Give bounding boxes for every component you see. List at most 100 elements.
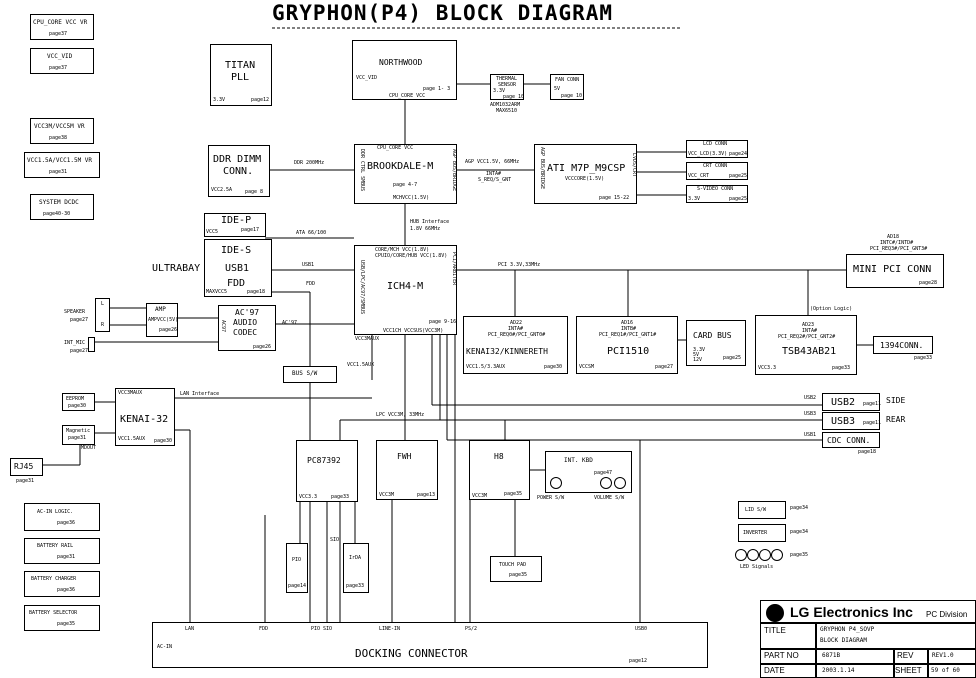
- brookdale-left-pin: DDR CTRL SMBUS: [359, 149, 365, 192]
- conn-1394-block: 1394CONN.: [873, 336, 933, 354]
- inverter-label: INVERTER: [743, 530, 768, 536]
- magnetic-label: Magnetic: [66, 428, 91, 434]
- ddr-volt: VCC2.5A: [211, 187, 233, 193]
- ich4-page: page 9-16: [429, 319, 457, 325]
- cardbus-page: page25: [723, 355, 742, 361]
- ati-left-pin: AGP BUS/BRIDGE: [539, 147, 545, 190]
- pci1510-top3: PCI_REQ1#/PCI_GNT1#: [599, 332, 657, 338]
- battery-selector-block: BATTERY SELECTOR page35: [24, 605, 100, 631]
- thermal-note2: MAX6510: [496, 108, 518, 114]
- northwood-core: CPU_CORE VCC: [389, 93, 426, 99]
- ich4-left-pin: USB/LPC/AC97/SMBUS: [359, 260, 365, 315]
- thermal-label2: SENSOR: [498, 82, 517, 88]
- svideo-volt: 3.3V: [688, 196, 701, 202]
- fan-page: page 10: [561, 93, 583, 99]
- eeprom-page: page30: [68, 403, 87, 409]
- usb3-rear-label: REAR: [886, 415, 906, 424]
- pci1510-volt: VCCSM: [579, 364, 595, 370]
- tb-vline-1: [815, 622, 817, 678]
- kenai32-top2: INTA#: [508, 326, 524, 332]
- ata-label: ATA 66/100: [296, 230, 327, 236]
- usb3-label: USB3: [831, 416, 856, 427]
- amp-volt: AMPVCC(5V): [148, 317, 179, 323]
- option-logic-label: (Option Logic): [810, 306, 853, 312]
- titan-pll-block: TITAN PLL 3.3V page12: [210, 44, 272, 106]
- tb-rev: REV1.0: [932, 652, 954, 659]
- hub-label2: 1.8V 66MHz: [410, 226, 441, 232]
- bus-sw-label: BUS S/W: [292, 370, 318, 377]
- led-1-icon: [735, 549, 747, 561]
- tsb-top1: AD23: [802, 322, 815, 328]
- lcd-label: LCD CONN: [703, 141, 728, 147]
- pc87392-volt: VCC3.3: [299, 494, 318, 500]
- tb-vline-3: [927, 648, 929, 678]
- svideo-page: page25: [729, 196, 748, 202]
- kenai32-kinnereth-block: AD22 INTA# PCI_REQ0#/PCI_GNT0# KENAI32/K…: [463, 316, 568, 374]
- usb1-wire-label: USB1: [302, 262, 315, 268]
- tb-title-label: TITLE: [764, 626, 786, 635]
- fwh-page: page13: [417, 492, 436, 498]
- cdc-wire-label: USB1: [804, 432, 817, 438]
- tb-line-1: [760, 622, 976, 624]
- northwood-page: page 1- 3: [423, 86, 451, 92]
- h8-page: page35: [504, 491, 523, 497]
- fdd-wire-label: FDD: [306, 281, 316, 287]
- brookdale-top: CPU_CORE VCC: [377, 145, 414, 151]
- tb-partno: 6871B: [822, 652, 841, 659]
- pci1510-top1: AD16: [621, 320, 634, 326]
- int-kbd-page: page47: [594, 470, 613, 476]
- cdc-conn-block: CDC CONN.: [822, 432, 880, 448]
- vcc-vid-label: VCC_VID: [47, 53, 73, 60]
- led-4-icon: [771, 549, 783, 561]
- ati-volt: VCCCORE(1.5V): [565, 176, 605, 182]
- speaker-label: SPEAKER: [64, 309, 86, 315]
- ich4-l2: CPUIO/CORE/HUB VCC(1.8V): [375, 253, 448, 259]
- led-page: page35: [790, 552, 809, 558]
- touchpad-block: TOUCH PAD page35: [490, 556, 542, 582]
- ich4-m-block: CORE/MCH VCC(1.8V) CPUIO/CORE/HUB VCC(1.…: [354, 245, 457, 335]
- speaker-lr-block: L R: [95, 298, 110, 332]
- kenai-lan-page: page30: [154, 438, 173, 444]
- crt-volt: VCC_CRT: [688, 173, 710, 179]
- pci-bus-label: PCI 3.3V,33MHz: [498, 262, 541, 268]
- brookdale-bottom: MCHVCC(1.5V): [393, 195, 430, 201]
- conn-1394-page: page33: [914, 355, 933, 361]
- usb2-label: USB2: [831, 397, 856, 408]
- led-label: LED Signals: [740, 564, 774, 570]
- led-2-icon: [747, 549, 759, 561]
- pci1510-block: AD16 INTB# PCI_REQ1#/PCI_GNT1# PCI1510 V…: [576, 316, 678, 374]
- tb-sheet: 59 of 60: [931, 667, 960, 674]
- vcc3m-vr-label: VCC3M/VCC5M VR: [34, 123, 85, 130]
- ide-s-label: IDE-S: [221, 245, 252, 256]
- magnetic-page: page31: [68, 435, 87, 441]
- battery-selector-page: page35: [57, 621, 76, 627]
- ultrabay-volt: MAXVCC5: [206, 289, 228, 295]
- tsb-volt: VCC3.3: [758, 365, 777, 371]
- tb-title1: GRYPHON P4_SOVP: [820, 626, 875, 633]
- ac97-codec-block: AC'97 AUDIO CODEC page26 AC97: [218, 305, 276, 351]
- minipci-top1: AD18: [887, 234, 900, 240]
- thermal-sensor-block: THERMAL SENSOR 3.3V page 10: [490, 74, 524, 100]
- pc87392-label: PC87392: [307, 456, 341, 465]
- ddr-dimm-block: DDR DIMM CONN. VCC2.5A page 8: [208, 145, 270, 197]
- battery-charger-page: page36: [57, 587, 76, 593]
- eeprom-label: EEPROM: [66, 396, 85, 402]
- ide-p-volt: VCC5: [206, 229, 219, 235]
- minipci-top3: PCI_REQ3#/PCI_GNT3#: [870, 246, 928, 252]
- rj45-label: RJ45: [14, 462, 34, 471]
- thermal-note1: ADM1032ARM: [490, 102, 521, 108]
- acin-logic-page: page36: [57, 520, 76, 526]
- touchpad-page: page35: [509, 572, 528, 578]
- pci1510-page: page27: [655, 364, 674, 370]
- svideo-conn-block: S-VIDEO CONN 3.3V page25: [686, 185, 748, 203]
- dock-acin: AC-IN: [157, 644, 173, 650]
- tsb-page: page33: [832, 365, 851, 371]
- ac97-audio: AUDIO: [233, 318, 258, 327]
- kenai-lan-volt2: VCC1.5AUX: [118, 436, 146, 442]
- battery-rail-label: BATTERY RAIL: [37, 543, 74, 549]
- pc87392-page: page33: [331, 494, 350, 500]
- tb-line-2: [760, 648, 976, 650]
- thermal-volt: 3.3V: [493, 88, 506, 94]
- pio-page: page14: [288, 583, 307, 589]
- cdc-label: CDC CONN.: [827, 436, 871, 445]
